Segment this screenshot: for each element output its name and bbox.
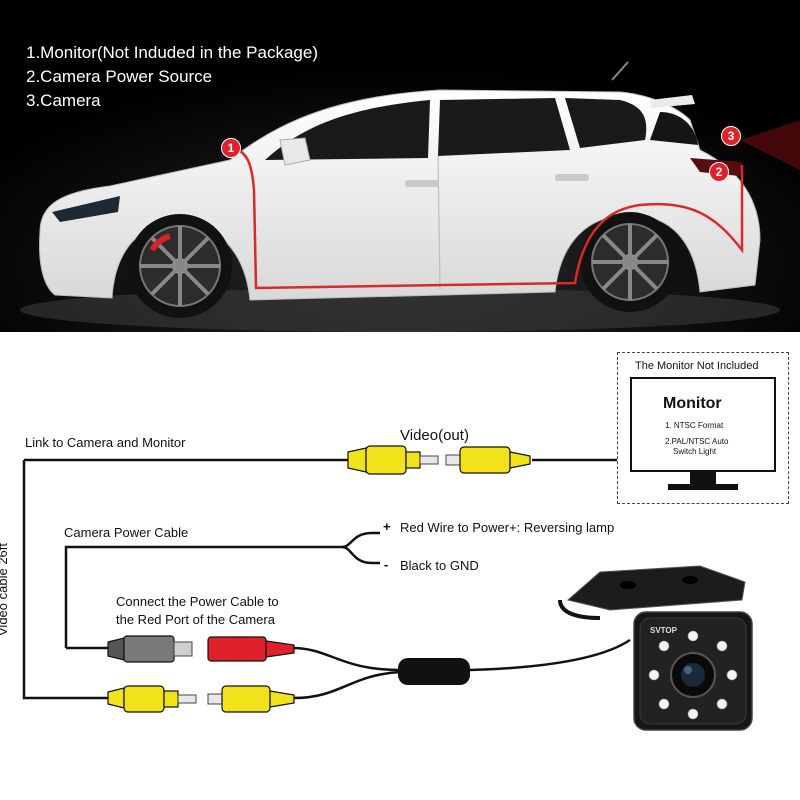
headlight xyxy=(52,196,120,222)
power-connector-red xyxy=(207,636,295,662)
link-cable-label: Link to Camera and Monitor xyxy=(25,435,186,450)
monitor-spec-2-line-2: Switch Light xyxy=(673,447,717,456)
monitor-title: Monitor xyxy=(663,395,722,412)
camera-video-rca-female xyxy=(107,685,197,713)
video-cable-26ft xyxy=(22,460,112,700)
monitor-stand xyxy=(690,472,716,484)
yellow-port-cable xyxy=(293,670,401,700)
legend-item-1: 1.Monitor(Not Induded in the Package) xyxy=(26,43,319,62)
video-rca-male-connector xyxy=(445,446,531,474)
front-wheel xyxy=(128,214,232,318)
monitor-not-included-label: The Monitor Not Included xyxy=(635,360,759,372)
legend-item-3: 3.Camera xyxy=(26,91,101,110)
monitor-screen: Monitor 1. NTSC Format 2.PAL/NTSC Auto S… xyxy=(630,377,776,472)
car-illustration xyxy=(0,0,800,332)
camera-glow xyxy=(740,120,800,170)
inline-module xyxy=(398,658,470,685)
black-wire-branch xyxy=(341,545,380,565)
rear-glass xyxy=(650,112,698,145)
side-mirror xyxy=(279,137,311,166)
quarter-window xyxy=(565,98,647,148)
black-wire-label: Black to GND xyxy=(400,558,479,573)
video-cable-length-label: Video cable 26ft xyxy=(0,543,10,636)
red-wire-sign: + xyxy=(383,519,391,534)
monitor-base xyxy=(668,484,738,490)
monitor-spec-1: 1. NTSC Format xyxy=(665,421,724,430)
red-port-cable xyxy=(291,646,401,672)
camera-mount-bracket xyxy=(566,565,746,611)
camera-brand-logo: SVTOP xyxy=(650,626,678,635)
marker-1-badge: 1 xyxy=(221,138,241,158)
spoiler xyxy=(650,95,695,108)
rear-door-handle xyxy=(555,174,589,181)
antenna xyxy=(611,61,629,81)
black-wire-sign: - xyxy=(384,557,389,572)
power-connector-grey xyxy=(107,635,193,663)
marker-3-badge: 3 xyxy=(721,126,741,146)
connect-instruction-line-1: Connect the Power Cable to xyxy=(116,594,279,609)
door-seam xyxy=(437,155,441,291)
rear-wheel xyxy=(580,212,680,312)
camera-video-rca-male xyxy=(207,685,295,713)
connect-instruction-line-2: the Red Port of the Camera xyxy=(116,612,275,627)
car-photo-panel: 1.Monitor(Not Induded in the Package) 2.… xyxy=(0,0,800,332)
rear-window xyxy=(438,98,570,156)
monitor-spec-2-line-1: 2.PAL/NTSC Auto xyxy=(665,437,729,446)
video-rca-female-connector xyxy=(347,445,439,475)
red-wire-branch xyxy=(341,531,380,549)
cable-lines xyxy=(22,458,631,700)
monitor-panel: The Monitor Not Included Monitor 1. NTSC… xyxy=(617,352,789,504)
video-out-label: Video(out) xyxy=(400,427,469,444)
power-cable xyxy=(64,545,342,648)
camera-cable xyxy=(469,638,631,672)
red-wire-label: Red Wire to Power+: Reversing lamp xyxy=(400,520,615,535)
backup-camera: SVTOP xyxy=(558,565,753,731)
marker-2-badge: 2 xyxy=(709,162,729,182)
wiring-route xyxy=(231,145,744,290)
legend-item-2: 2.Camera Power Source xyxy=(26,67,213,86)
power-cable-label: Camera Power Cable xyxy=(64,525,189,540)
front-door-handle xyxy=(405,180,439,187)
led-ring xyxy=(648,630,738,720)
